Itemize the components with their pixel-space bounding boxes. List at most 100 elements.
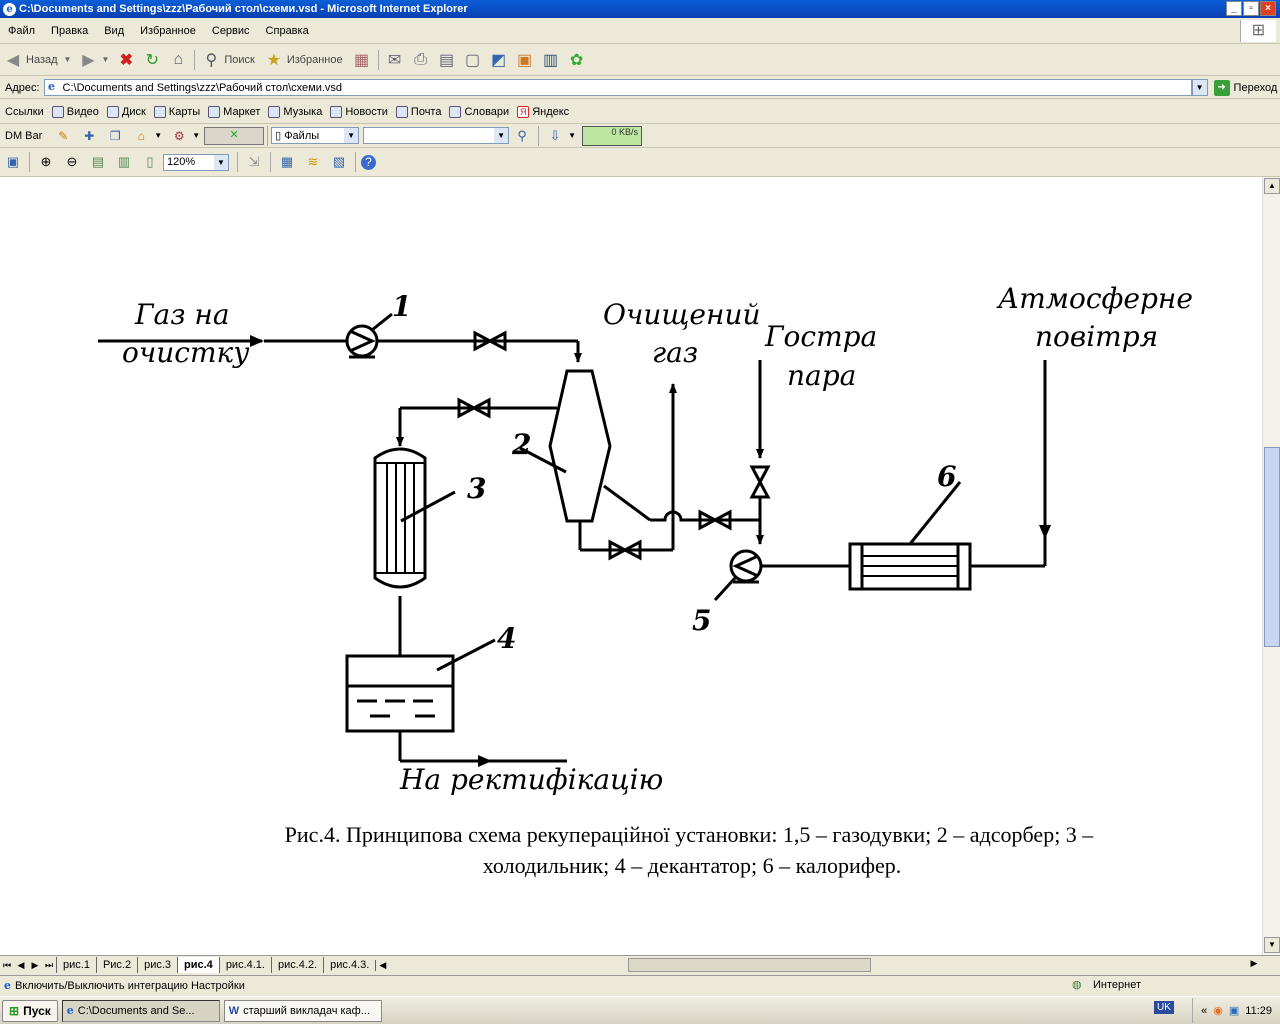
decanter-4 — [345, 654, 455, 733]
forward-arrow-icon[interactable]: ▶ — [82, 51, 95, 69]
favorites-star-icon[interactable]: ★ — [266, 51, 282, 69]
history-icon[interactable]: ▦ — [354, 51, 370, 69]
print-icon[interactable]: ⎙ — [414, 50, 428, 68]
actual-size-icon[interactable]: ▯ — [146, 154, 154, 169]
menu-favorites[interactable]: Избранное — [140, 25, 196, 37]
back-dropdown-icon[interactable]: ▼ — [63, 55, 72, 64]
menu-view[interactable]: Вид — [104, 25, 125, 37]
properties-icon[interactable]: ▦ — [280, 154, 294, 169]
tab-fig-3[interactable]: рис.3 — [137, 957, 178, 973]
scroll-thumb[interactable] — [1264, 447, 1280, 647]
start-button[interactable]: ⊞ Пуск — [2, 999, 58, 1022]
help-icon[interactable]: ? — [361, 154, 376, 170]
next-page-icon[interactable]: ▶ — [31, 959, 39, 970]
fit-page-icon[interactable]: ▤ — [91, 154, 105, 169]
dm-dropdown-icon[interactable]: ▼ — [154, 131, 163, 140]
dm-home-icon[interactable]: ⌂ — [137, 128, 145, 143]
stop-icon[interactable]: ✖ — [119, 51, 134, 69]
tab-fig-4-2[interactable]: рис.4.2. — [270, 957, 324, 973]
last-page-icon[interactable]: ⏭ — [44, 959, 54, 970]
tab-fig-4[interactable]: рис.4 — [177, 957, 219, 973]
go-arrow-icon[interactable]: ➜ — [1213, 79, 1230, 96]
scroll-right-icon[interactable]: ▶ — [1250, 958, 1258, 968]
tray-network-icon[interactable]: ▣ — [1228, 1005, 1240, 1017]
minimize-button[interactable]: _ — [1226, 1, 1242, 16]
visio-icon[interactable]: ▣ — [6, 154, 20, 169]
dm-search-input[interactable]: ▼ — [363, 127, 510, 144]
address-dropdown-icon[interactable]: ▼ — [1191, 79, 1208, 96]
link-mail[interactable]: Почта — [395, 105, 441, 118]
horizontal-scroll-thumb[interactable] — [628, 958, 871, 972]
task-ie-window[interactable]: e C:\Documents and Se... — [61, 999, 220, 1022]
dm-settings-icon[interactable]: ⚙ — [173, 128, 185, 143]
mail-icon[interactable]: ✉ — [387, 51, 402, 69]
dm-search-icon[interactable]: ⚲ — [517, 127, 527, 143]
tray-browser-icon[interactable]: ◉ — [1213, 1005, 1223, 1017]
link-disk[interactable]: Диск — [106, 105, 146, 118]
link-music[interactable]: Музыка — [268, 105, 323, 118]
details-icon[interactable]: ▧ — [332, 154, 346, 169]
layers-icon[interactable]: ≋ — [307, 154, 319, 169]
close-button[interactable]: × — [1260, 1, 1276, 16]
tabs-scroll-left-icon[interactable]: ◀ — [375, 959, 389, 971]
tab-fig-2[interactable]: Рис.2 — [95, 957, 138, 973]
go-button-label[interactable]: Переход — [1233, 81, 1278, 94]
refresh-icon[interactable]: ↻ — [145, 51, 160, 69]
dm-copy-icon[interactable]: ❐ — [109, 128, 121, 143]
link-video[interactable]: Видео — [51, 105, 99, 118]
discuss-icon[interactable]: ▢ — [465, 51, 481, 69]
zoom-out-icon[interactable]: ⊖ — [66, 154, 78, 169]
link-dictionaries[interactable]: Словари — [449, 105, 510, 118]
prev-page-icon[interactable]: ◀ — [17, 959, 25, 970]
search-icon[interactable]: ⚲ — [205, 51, 218, 69]
favorites-button-label[interactable]: Избранное — [286, 53, 343, 66]
task-word-document[interactable]: W старший викладач каф... — [223, 999, 382, 1022]
dm-dropdown-icon[interactable]: ▼ — [568, 131, 577, 140]
dm-dropdown-icon[interactable]: ▼ — [192, 131, 201, 140]
research-icon[interactable]: ▣ — [517, 51, 533, 69]
tab-fig-1[interactable]: рис.1 — [56, 957, 96, 973]
dm-download-arrow-icon[interactable]: ⇩ — [549, 127, 561, 143]
menu-help[interactable]: Справка — [265, 25, 309, 37]
addon-flower-icon[interactable]: ✿ — [569, 51, 584, 69]
valve — [698, 509, 732, 531]
links-label: Ссылки — [5, 105, 44, 118]
link-maps[interactable]: Карты — [153, 105, 200, 118]
link-label: Словари — [464, 105, 510, 118]
scroll-up-icon[interactable]: ▲ — [1264, 178, 1280, 194]
files-select[interactable]: ▯ Файлы ▼ — [271, 127, 360, 144]
fit-width-icon[interactable]: ▥ — [117, 154, 131, 169]
zoom-select[interactable]: 120% ▼ — [163, 153, 229, 171]
back-arrow-icon[interactable]: ◀ — [6, 51, 20, 69]
menu-file[interactable]: Файл — [8, 25, 36, 37]
address-input[interactable] — [43, 79, 1192, 96]
vertical-scrollbar[interactable]: ▲ ▼ — [1262, 177, 1280, 955]
messenger-icon[interactable]: ◩ — [491, 51, 507, 69]
blower-5-impeller — [732, 554, 759, 578]
back-button-label[interactable]: Назад — [26, 53, 58, 66]
clock: 11:29 — [1245, 1004, 1272, 1017]
tab-fig-4-3[interactable]: рис.4.3. — [323, 957, 376, 973]
link-label: Музыка — [283, 105, 323, 118]
edit-icon[interactable]: ▤ — [439, 51, 455, 69]
tray-expand-icon[interactable]: « — [1201, 1004, 1208, 1017]
search-button-label[interactable]: Поиск — [224, 53, 255, 66]
dm-add-icon[interactable]: ✚ — [84, 128, 95, 143]
maximize-button[interactable]: ▫ — [1243, 1, 1259, 16]
dm-clear-icon[interactable]: ✕ — [204, 126, 265, 145]
zoom-in-icon[interactable]: ⊕ — [40, 154, 52, 169]
language-indicator[interactable]: UK — [1154, 1001, 1174, 1014]
link-market[interactable]: Маркет — [208, 105, 260, 118]
home-icon[interactable]: ⌂ — [173, 50, 184, 68]
dm-download-icon[interactable]: ✎ — [58, 128, 69, 143]
tab-fig-4-1[interactable]: рис.4.1. — [218, 957, 271, 973]
menu-edit[interactable]: Правка — [51, 25, 89, 37]
menu-tools[interactable]: Сервис — [211, 25, 250, 37]
first-page-icon[interactable]: ⏮ — [2, 959, 12, 970]
scroll-down-icon[interactable]: ▼ — [1264, 937, 1280, 953]
tools-icon[interactable]: ▥ — [543, 51, 559, 69]
forward-dropdown-icon[interactable]: ▼ — [101, 55, 110, 64]
link-news[interactable]: Новости — [330, 105, 388, 118]
pan-icon[interactable]: ⇲ — [248, 154, 260, 169]
